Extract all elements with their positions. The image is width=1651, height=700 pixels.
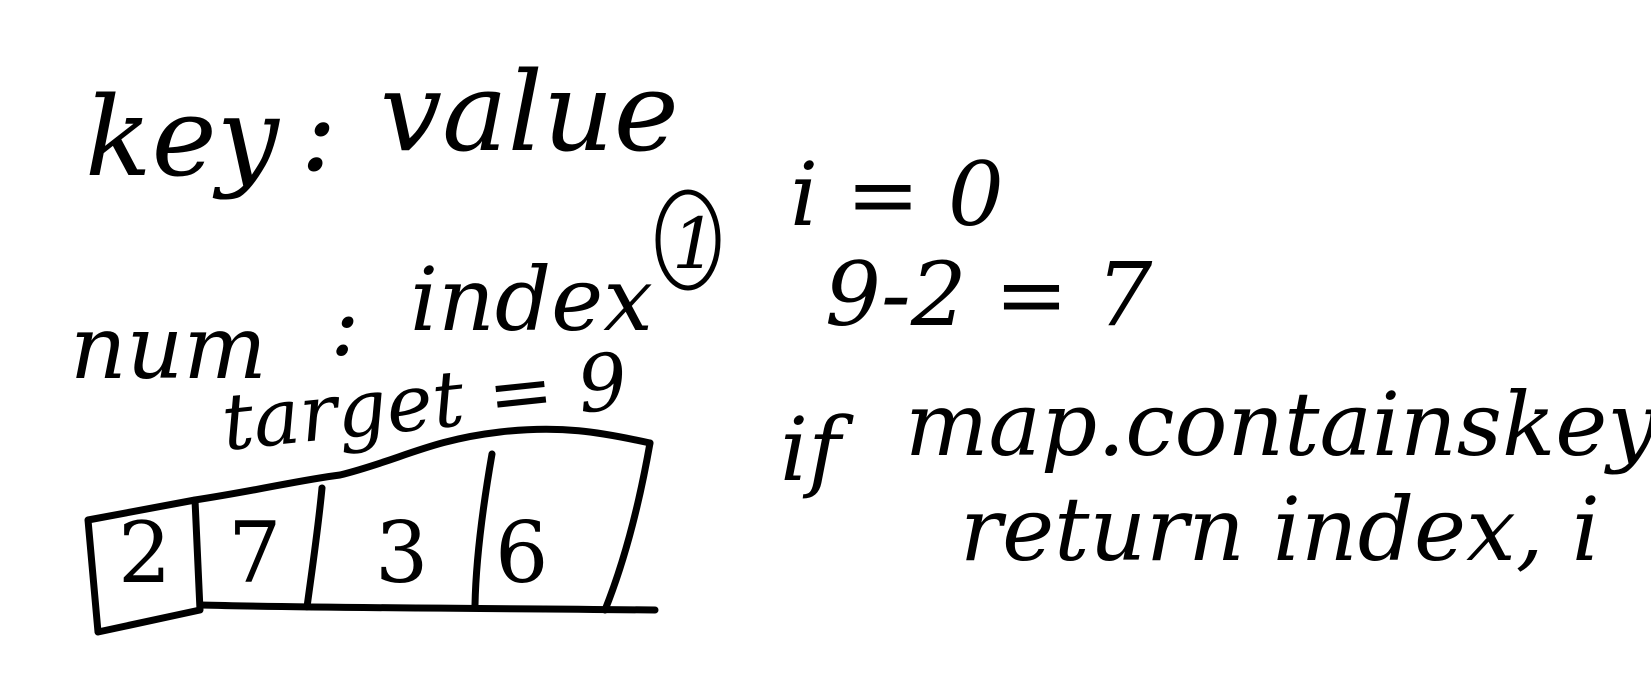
array-top-curve xyxy=(191,425,654,504)
index-label: index xyxy=(410,248,653,351)
value-label: value xyxy=(380,48,679,176)
array-diagram: 2 7 3 6 xyxy=(84,425,659,636)
array-divider-2 xyxy=(471,450,496,609)
difference-line: 9-2 = 7 xyxy=(825,243,1152,346)
step-marker-circle xyxy=(655,189,721,291)
i-assignment: i = 0 xyxy=(790,143,1004,246)
array-outline xyxy=(84,496,204,636)
array-divider-1 xyxy=(303,484,326,611)
step-marker: 1 xyxy=(655,189,721,291)
step-notes: i = 0 9-2 = 7 if map.containskey(7) retu… xyxy=(780,143,1651,581)
array-cell-1: 7 xyxy=(228,504,281,602)
array-cell-0: 2 xyxy=(118,504,171,602)
heading-key-value: key : value xyxy=(85,48,679,201)
array-right-edge xyxy=(601,439,654,614)
step-marker-number: 1 xyxy=(672,203,717,285)
key-label: key xyxy=(85,73,281,201)
if-keyword: if xyxy=(780,398,854,501)
return-statement: return index, i xyxy=(960,478,1600,581)
mapping-num-index: num : index xyxy=(70,248,653,399)
array-cell-2: 3 xyxy=(375,504,428,602)
contains-key-condition: map.containskey(7) xyxy=(905,373,1651,476)
num-label: num xyxy=(70,296,267,399)
array-cell-3: 6 xyxy=(495,504,548,602)
key-value-separator: : xyxy=(300,68,337,196)
array-bottom-edge xyxy=(196,601,659,614)
num-index-separator: : xyxy=(330,273,360,376)
